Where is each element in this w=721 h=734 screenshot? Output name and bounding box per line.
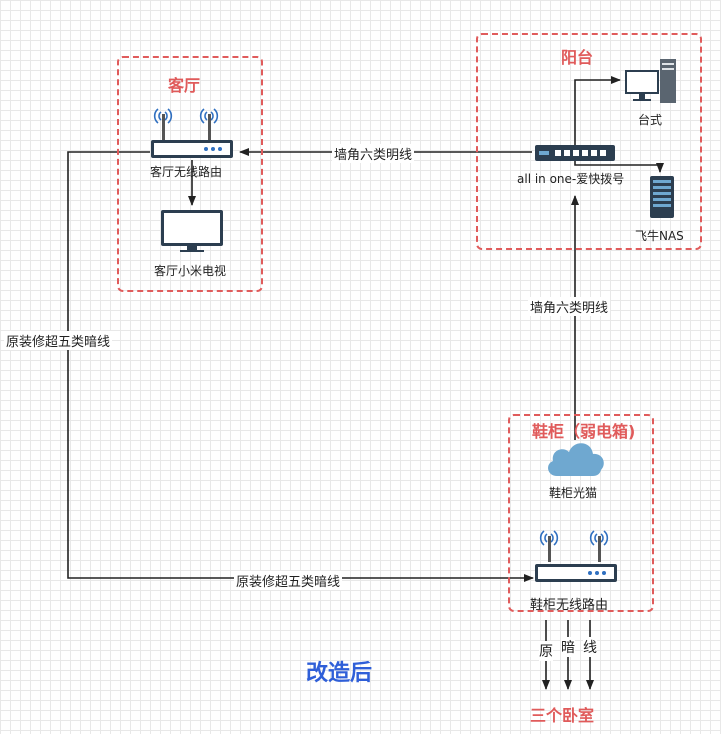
cabinet-router-label: 鞋柜无线路由 (530, 598, 609, 613)
zone-shoe-cabinet (508, 414, 654, 612)
edge-label-modem-to-balcony: 墙角六类明线 (528, 297, 611, 316)
link-switch-to-desktop (574, 76, 621, 145)
diagram-headline: 改造后 (306, 661, 373, 686)
edge-label-bottom-horizontal: 原装修超五类暗线 (234, 571, 343, 590)
switch-icon[interactable] (535, 145, 615, 161)
edge-label-bedroom-3: 线 (583, 637, 597, 657)
destination-bedrooms: 三个卧室 (530, 706, 595, 725)
desktop-computer-icon[interactable] (624, 58, 678, 104)
aio-switch-label: all in one-爱快拨号 (517, 172, 625, 186)
nas-label: 飞牛NAS (635, 229, 684, 243)
living-router-label: 客厅无线路由 (150, 165, 223, 179)
zone-living-room (117, 56, 263, 292)
wireless-router-icon[interactable] (150, 100, 234, 162)
edge-label-bedroom-1: 原 (539, 641, 553, 661)
optical-modem-label: 鞋柜光猫 (549, 486, 598, 500)
living-tv-label: 客厅小米电视 (154, 264, 227, 278)
edge-label-bedroom-2: 暗 (561, 637, 575, 657)
edge-label-balcony-to-living: 墙角六类明线 (332, 144, 415, 163)
link-switch-to-nas (574, 160, 664, 173)
zone-balcony (476, 33, 702, 250)
monitor-icon[interactable] (160, 209, 224, 253)
desktop-label: 台式 (638, 113, 663, 127)
cloud-icon[interactable] (543, 436, 607, 478)
zone-balcony-title: 阳台 (561, 48, 594, 67)
edge-label-left-vertical: 原装修超五类暗线 (4, 331, 113, 350)
zone-shoe-cabinet-title: 鞋柜（弱电箱) (532, 422, 636, 441)
server-icon[interactable] (650, 176, 674, 218)
zone-living-room-title: 客厅 (168, 76, 201, 95)
wireless-router-icon[interactable] (534, 522, 618, 584)
